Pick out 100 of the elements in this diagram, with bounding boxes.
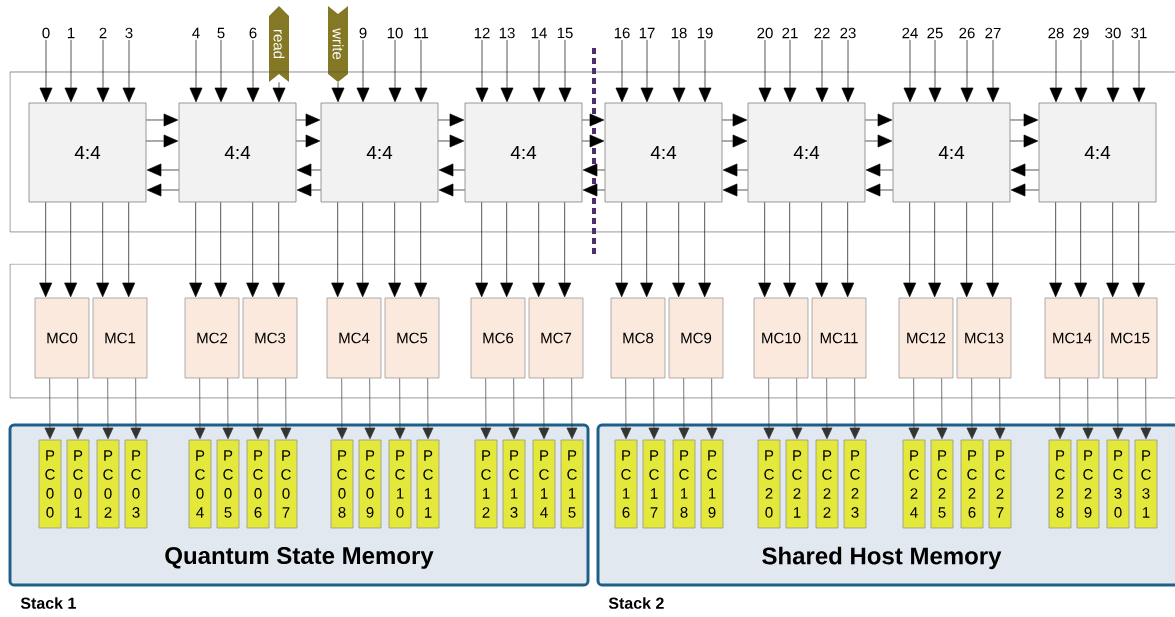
arrow bbox=[214, 39, 228, 103]
arrow bbox=[272, 82, 286, 103]
arrow bbox=[146, 134, 179, 148]
channel-box: PC03 bbox=[124, 439, 148, 529]
arrow bbox=[582, 163, 605, 177]
arrow bbox=[500, 39, 514, 103]
arrow bbox=[758, 39, 772, 103]
arrow bbox=[994, 378, 1006, 440]
switch-box: 4:4 bbox=[747, 102, 866, 203]
controller-box: MC5 bbox=[384, 297, 440, 379]
arrow bbox=[422, 378, 434, 440]
arrow bbox=[214, 202, 228, 298]
controller-box: MC11 bbox=[811, 297, 867, 379]
arrow bbox=[722, 134, 748, 148]
channel-box: PC31 bbox=[1134, 439, 1158, 529]
arrow bbox=[414, 39, 428, 103]
port-number: 6 bbox=[249, 27, 257, 39]
arrow bbox=[1106, 39, 1120, 103]
arrow bbox=[783, 202, 797, 298]
switch-box: 4:4 bbox=[320, 102, 439, 203]
arrow bbox=[252, 378, 264, 440]
arrow bbox=[331, 202, 345, 298]
switch-box: 4:4 bbox=[464, 102, 583, 203]
channel-box: PC11 bbox=[416, 439, 440, 529]
arrow bbox=[388, 202, 402, 298]
arrow bbox=[146, 183, 179, 197]
port-number: 13 bbox=[499, 27, 515, 39]
arrow bbox=[841, 39, 855, 103]
channel-box: PC02 bbox=[96, 439, 120, 529]
port-number: 2 bbox=[99, 27, 107, 39]
arrow bbox=[1074, 202, 1088, 298]
arrow bbox=[582, 183, 605, 197]
arrow bbox=[615, 202, 629, 298]
controller-box: MC10 bbox=[753, 297, 809, 379]
bus-band bbox=[9, 71, 1175, 233]
arrow bbox=[1010, 134, 1039, 148]
arrow bbox=[438, 163, 465, 177]
arrow bbox=[122, 202, 136, 298]
port-number: 15 bbox=[557, 27, 573, 39]
banner-flag: write bbox=[328, 6, 348, 82]
arrow bbox=[189, 202, 203, 298]
port-number: 9 bbox=[359, 27, 367, 39]
arrow bbox=[222, 378, 234, 440]
arrow bbox=[566, 378, 578, 440]
arrow bbox=[296, 134, 321, 148]
arrow bbox=[758, 202, 772, 298]
port-number: 24 bbox=[902, 27, 918, 39]
arrow bbox=[532, 39, 546, 103]
channel-box: PC09 bbox=[358, 439, 382, 529]
controller-box: MC1 bbox=[92, 297, 148, 379]
arrow bbox=[903, 202, 917, 298]
arrow bbox=[960, 202, 974, 298]
arrow bbox=[1132, 202, 1146, 298]
channel-box: PC01 bbox=[66, 439, 90, 529]
channel-box: PC16 bbox=[614, 439, 638, 529]
controller-box: MC8 bbox=[610, 297, 666, 379]
arrow bbox=[815, 39, 829, 103]
controller-box: MC4 bbox=[326, 297, 382, 379]
arrow bbox=[64, 202, 78, 298]
arrow bbox=[189, 39, 203, 103]
port-number: 11 bbox=[414, 27, 429, 39]
arrow bbox=[438, 183, 465, 197]
port-number: 4 bbox=[192, 27, 200, 39]
arrow bbox=[928, 202, 942, 298]
arrow bbox=[986, 202, 1000, 298]
controller-box: MC7 bbox=[528, 297, 584, 379]
arrow bbox=[672, 39, 686, 103]
channel-box: PC13 bbox=[502, 439, 526, 529]
bus-band bbox=[9, 263, 1175, 399]
arrow bbox=[582, 134, 605, 148]
arrow bbox=[1010, 163, 1039, 177]
controller-box: MC12 bbox=[898, 297, 954, 379]
arrow bbox=[865, 183, 893, 197]
stack-label: Stack 1 bbox=[20, 597, 76, 609]
controller-box: MC14 bbox=[1044, 297, 1100, 379]
arrow bbox=[130, 378, 142, 440]
arrow bbox=[706, 378, 718, 440]
channel-box: PC07 bbox=[274, 439, 298, 529]
arrow bbox=[438, 113, 465, 127]
channel-box: PC10 bbox=[388, 439, 412, 529]
arrow bbox=[865, 113, 893, 127]
arrow bbox=[272, 202, 286, 298]
controller-box: MC2 bbox=[184, 297, 240, 379]
arrow bbox=[928, 39, 942, 103]
arrow bbox=[698, 39, 712, 103]
arrow bbox=[1054, 378, 1066, 440]
arrow bbox=[336, 378, 348, 440]
arrow bbox=[640, 39, 654, 103]
arrow bbox=[508, 378, 520, 440]
port-number: 27 bbox=[985, 27, 1001, 39]
channel-box: PC23 bbox=[843, 439, 867, 529]
arrow bbox=[1112, 378, 1124, 440]
arrow bbox=[538, 378, 550, 440]
arrow bbox=[1132, 39, 1146, 103]
switch-box: 4:4 bbox=[28, 102, 147, 203]
controller-box: MC9 bbox=[668, 297, 724, 379]
channel-box: PC00 bbox=[38, 439, 62, 529]
arrow bbox=[246, 39, 260, 103]
channel-box: PC19 bbox=[700, 439, 724, 529]
port-number: 0 bbox=[42, 27, 50, 39]
